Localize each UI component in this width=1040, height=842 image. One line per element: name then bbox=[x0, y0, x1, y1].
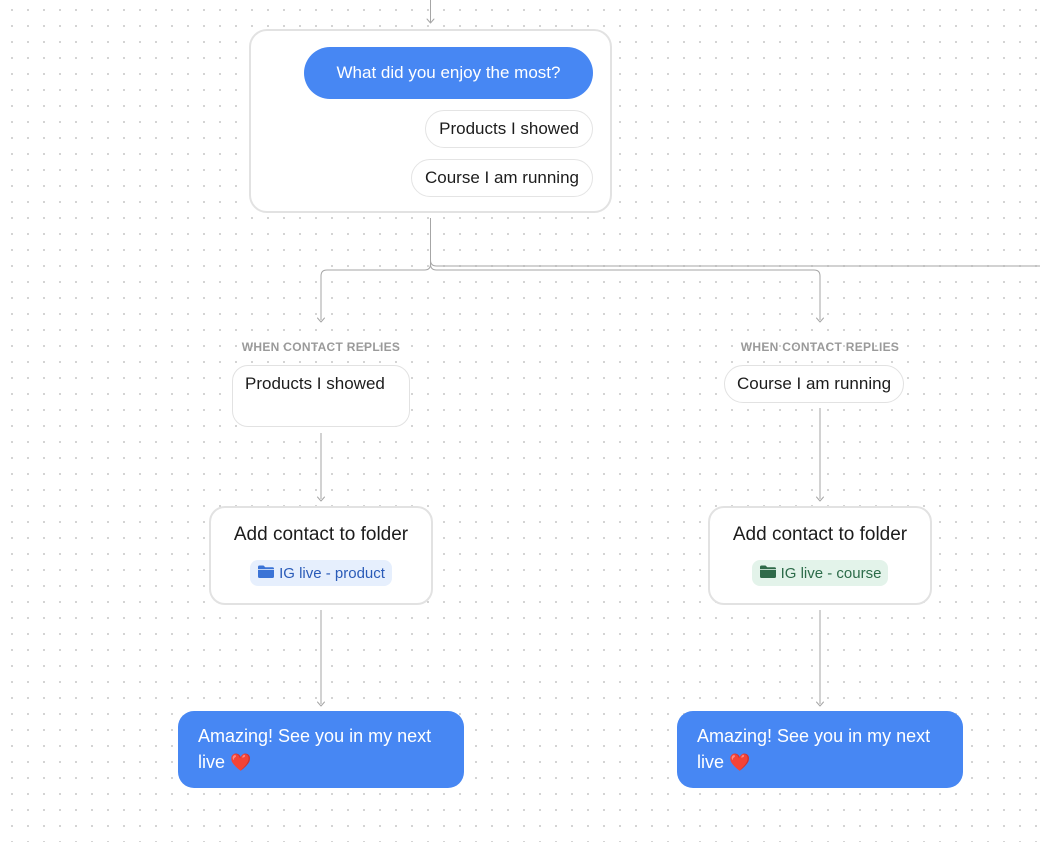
quick-reply-button[interactable]: Course I am running bbox=[410, 159, 593, 197]
heart-icon: ❤️ bbox=[729, 753, 751, 772]
arrowhead bbox=[816, 317, 824, 323]
question-to-offscreen-connector bbox=[430, 259, 1040, 267]
message-text: Amazing! See you in my next live bbox=[198, 726, 432, 772]
arrowhead bbox=[816, 496, 824, 502]
message-text: Amazing! See you in my next live bbox=[697, 726, 931, 772]
folder-name: IG live - course bbox=[780, 564, 882, 582]
reply-condition[interactable]: Products I showed bbox=[232, 365, 410, 427]
add-to-folder-action[interactable]: Add contact to folder IG live - course bbox=[708, 506, 932, 605]
folder-tag[interactable]: IG live - product bbox=[250, 560, 392, 586]
folder-icon bbox=[759, 564, 777, 583]
question-message[interactable]: What did you enjoy the most? bbox=[304, 47, 593, 99]
question-node[interactable]: What did you enjoy the most? Products I … bbox=[249, 29, 612, 213]
action-title: Add contact to folder bbox=[732, 524, 908, 545]
arrowhead bbox=[317, 317, 325, 323]
arrowhead bbox=[317, 701, 325, 707]
question-to-branch-connector bbox=[430, 263, 821, 320]
add-to-folder-action[interactable]: Add contact to folder IG live - product bbox=[209, 506, 433, 605]
message-bubble[interactable]: Amazing! See you in my next live ❤️ bbox=[677, 711, 963, 788]
condition-label: WHEN CONTACT REPLIES bbox=[241, 340, 401, 354]
folder-name: IG live - product bbox=[279, 564, 385, 582]
question-to-branch-connector bbox=[320, 218, 431, 320]
message-bubble[interactable]: Amazing! See you in my next live ❤️ bbox=[178, 711, 464, 788]
arrowhead bbox=[816, 701, 824, 707]
folder-icon bbox=[257, 564, 275, 583]
heart-icon: ❤️ bbox=[230, 753, 252, 772]
action-title: Add contact to folder bbox=[233, 524, 409, 545]
arrowhead bbox=[426, 18, 435, 24]
quick-reply-button[interactable]: Products I showed bbox=[425, 110, 593, 148]
reply-condition[interactable]: Course I am running bbox=[724, 365, 905, 403]
folder-tag[interactable]: IG live - course bbox=[751, 560, 889, 586]
condition-label: WHEN CONTACT REPLIES bbox=[740, 340, 900, 354]
arrowhead bbox=[317, 496, 325, 502]
